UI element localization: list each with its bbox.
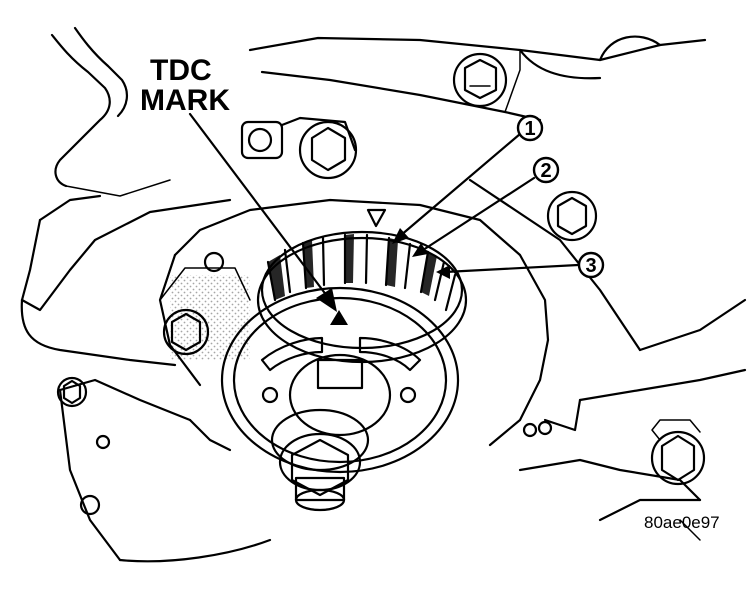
bolt-left [162, 308, 210, 356]
callout-1-arrow [392, 132, 522, 244]
callout-3-label: 3 [585, 255, 596, 277]
callout-3-arrow [436, 263, 580, 279]
callout-2-label: 2 [540, 160, 551, 182]
tdc-label-line2: MARK [140, 84, 230, 117]
crankshaft-bolt [270, 408, 370, 512]
bolt-far-left [56, 376, 88, 408]
callout-3: 3 [577, 251, 605, 279]
callout-2: 2 [532, 156, 560, 184]
tdc-arrow [188, 112, 337, 312]
tdc-label-line1: TDC [150, 54, 212, 87]
timing-sprocket [220, 208, 468, 474]
callout-1: 1 [516, 114, 544, 142]
callout-2-arrow [412, 176, 536, 257]
bolt-lower-right [650, 419, 706, 486]
bolt-top [452, 52, 508, 108]
bolt-right [546, 190, 598, 242]
figure-code: 80ae0e97 [644, 513, 720, 532]
bolt-upper-left [240, 116, 358, 180]
callout-1-label: 1 [524, 118, 535, 140]
